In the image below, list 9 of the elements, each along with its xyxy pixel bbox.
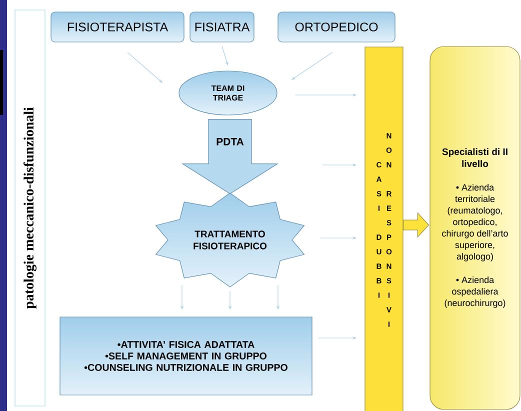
block-arrow bbox=[181, 119, 279, 194]
role-box: ORTOPEDICO bbox=[278, 12, 396, 42]
specialist-box: Specialisti di II livello • Azienda territoriale (reumatologo, ortopedico, chirurgo dell’arto superiore, algologo) • Azienda ospedaliera (neurochirurgo) bbox=[430, 46, 520, 410]
activity-box: •ATTIVITA’ FISICA ADATTATA •SELF MANAGEMENT IN GRUPPO •COUNSELING NUTRIZIONALE IN GRUPPO bbox=[60, 316, 312, 396]
side-band: patologie meccanico-disfunzionali bbox=[14, 10, 46, 406]
role-box: FISIOTERAPISTA bbox=[50, 12, 184, 42]
edge-label: PDTA bbox=[215, 137, 245, 146]
role-box: FISIATRA bbox=[190, 12, 254, 42]
block-arrow bbox=[403, 212, 430, 238]
